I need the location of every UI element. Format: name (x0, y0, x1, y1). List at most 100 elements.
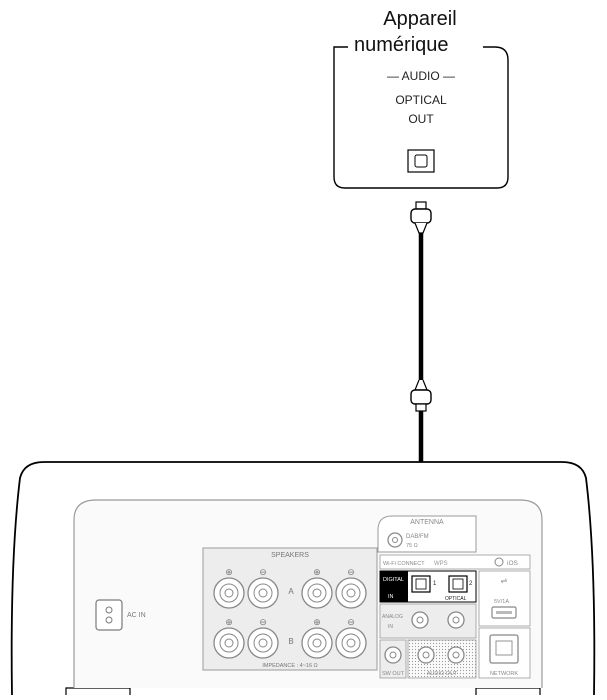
speaker-a-label: A (288, 587, 294, 596)
plus-sign-icon: ⊕ (225, 567, 233, 577)
receiver: AC IN SPEAKERS A B IMPEDANCE : 4~16 Ω ⊕ ⊖… (10, 461, 596, 696)
usb-power-label: 5V/1A (494, 599, 509, 605)
cable-bottom-plug-neck (414, 379, 428, 391)
ac-in-pin-bottom (105, 616, 113, 624)
speaker-terminals: ⊕ ⊖ ⊕ ⊖ ⊕ ⊖ ⊕ ⊖ (213, 567, 367, 659)
network-port (489, 634, 519, 664)
cable-top-plug-neck (414, 222, 428, 234)
ios-button (494, 557, 504, 567)
usb-symbol: ⇌ (501, 576, 508, 585)
antenna-connector (387, 532, 403, 548)
speaker-terminal (213, 627, 245, 659)
speaker-terminal-ring (253, 633, 273, 653)
antenna-connector-inner (392, 537, 398, 543)
speaker-terminal (247, 627, 279, 659)
speaker-terminal (247, 577, 279, 609)
speaker-terminal-center (346, 588, 356, 598)
speaker-terminal-ring (219, 633, 239, 653)
minus-sign-icon: ⊖ (259, 617, 267, 627)
optical-port-1-number: 1 (433, 581, 437, 587)
device-title-line2: numérique (351, 34, 452, 56)
ac-in-pin-top (105, 606, 113, 614)
speaker-terminal (301, 627, 333, 659)
minus-sign-icon: ⊖ (259, 567, 267, 577)
sw-out-jack-center (389, 651, 397, 659)
sw-out-label: SW OUT (382, 671, 405, 677)
optical-out-port-inner (414, 154, 428, 168)
speaker-terminal-center (312, 638, 322, 648)
antenna-label: ANTENNA (410, 519, 444, 526)
usb-port-inner (496, 611, 512, 614)
speaker-terminal (301, 577, 333, 609)
optical-port-2-number: 2 (469, 581, 473, 587)
device-section-label: — AUDIO — (387, 69, 455, 83)
analog-in-label: IN (388, 624, 393, 630)
speaker-terminal-center (224, 588, 234, 598)
speaker-terminal-ring (219, 583, 239, 603)
speaker-terminal-ring (253, 583, 273, 603)
speaker-b-label: B (288, 637, 293, 646)
wifi-connect-area (379, 554, 531, 570)
wifi-connect-label: Wi-Fi CONNECT (383, 561, 425, 567)
ac-in-socket (95, 599, 123, 631)
analog-label: ANALOG (382, 614, 403, 620)
network-port-inner (495, 640, 513, 656)
minus-sign-icon: ⊖ (347, 617, 355, 627)
sw-out-jack (384, 646, 402, 664)
digital-in-label: IN (388, 594, 394, 600)
speaker-terminal-center (258, 638, 268, 648)
plus-sign-icon: ⊕ (313, 567, 321, 577)
network-label: NETWORK (490, 671, 518, 677)
optical-port-1 (411, 575, 431, 593)
cable-top-plug (410, 208, 432, 224)
plus-sign-icon: ⊕ (313, 617, 321, 627)
speaker-terminal-center (312, 588, 322, 598)
audio-out-right-jack-center (452, 651, 460, 659)
optical-cable (410, 201, 460, 588)
digital-in-label-block (380, 571, 408, 602)
antenna-block (377, 515, 477, 553)
audio-out-label: AUDIO OUT (427, 671, 458, 677)
speaker-terminal (335, 577, 367, 609)
audio-out-right-jack (447, 646, 465, 664)
device-box-outline (333, 46, 509, 189)
speaker-terminal-ring (341, 583, 361, 603)
cable-bottom-plug (410, 389, 432, 405)
digital-label: DIGITAL (383, 577, 404, 583)
ohm-label: 75 Ω (406, 543, 418, 549)
speaker-terminal (335, 627, 367, 659)
plus-sign-icon: ⊕ (225, 617, 233, 627)
analog-in-left-jack-center (416, 616, 424, 624)
ac-in-label: AC IN (127, 612, 146, 619)
speaker-terminal-center (258, 588, 268, 598)
cable-top-plug-tip (415, 201, 427, 210)
optical-out-port (407, 149, 435, 173)
speaker-terminal (213, 577, 245, 609)
audio-out-left-jack (417, 646, 435, 664)
speaker-terminal-center (224, 638, 234, 648)
device-title-line1: Appareil (383, 8, 457, 30)
speaker-terminal-center (346, 638, 356, 648)
optical-port-2 (448, 575, 468, 593)
speaker-terminal-ring (307, 583, 327, 603)
wps-label: WPS (434, 561, 448, 567)
analog-in-right-jack (447, 611, 465, 629)
dab-fm-label: DAB/FM (406, 534, 429, 540)
device-port-label-line2: OUT (408, 112, 434, 126)
sw-out-block (379, 639, 407, 679)
optical-label: OPTICAL (445, 596, 467, 602)
ios-label: iOS (507, 560, 519, 567)
audio-out-left-jack-center (422, 651, 430, 659)
digital-device: — AUDIO — OPTICAL OUT (333, 46, 509, 189)
impedance-label: IMPEDANCE : 4~16 Ω (262, 663, 317, 669)
speakers-label: SPEAKERS (271, 552, 309, 559)
optical-port-2-inner (452, 578, 464, 590)
device-port-label-line1: OPTICAL (395, 93, 447, 107)
optical-port-1-inner (415, 578, 427, 590)
speaker-terminal-ring (341, 633, 361, 653)
minus-sign-icon: ⊖ (347, 567, 355, 577)
analog-in-left-jack (411, 611, 429, 629)
analog-in-right-jack-center (452, 616, 460, 624)
